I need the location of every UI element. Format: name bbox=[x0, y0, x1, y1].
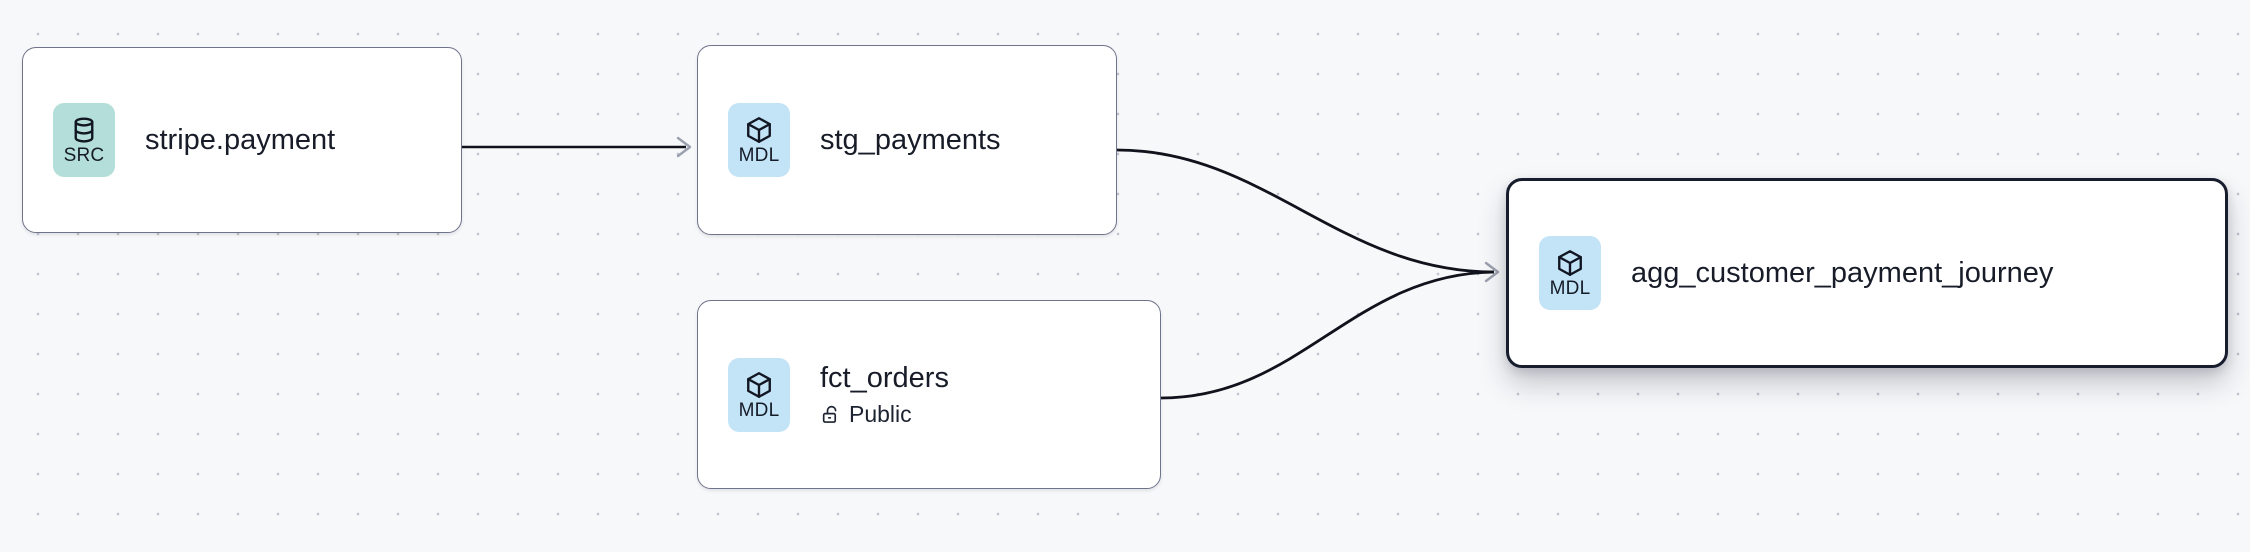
badge-label: SRC bbox=[63, 145, 105, 166]
node-badge-mdl: MDL bbox=[1539, 236, 1601, 310]
node-text-block: stripe.payment bbox=[145, 124, 335, 157]
node-badge-src: SRC bbox=[53, 103, 115, 177]
unlock-icon bbox=[820, 404, 841, 425]
edge-arrowhead-stg-payments bbox=[676, 136, 692, 158]
node-title: agg_customer_payment_journey bbox=[1631, 256, 2054, 289]
cube-icon bbox=[1555, 248, 1585, 278]
node-badge-mdl: MDL bbox=[728, 357, 790, 432]
database-icon bbox=[69, 115, 99, 145]
node-text-block: fct_orders Public bbox=[820, 362, 949, 427]
node-text-block: agg_customer_payment_journey bbox=[1631, 257, 2053, 290]
node-visibility-label: Public bbox=[849, 401, 912, 427]
cube-icon bbox=[744, 115, 774, 145]
edge-stg-payments-to-agg-customer bbox=[1116, 148, 1495, 274]
node-title: stripe.payment bbox=[145, 123, 336, 156]
edge-arrowhead-agg-customer bbox=[1484, 261, 1500, 283]
node-stripe-payment[interactable]: SRC stripe.payment bbox=[22, 47, 462, 233]
node-badge-mdl: MDL bbox=[728, 103, 790, 177]
edge-fct-orders-to-agg-customer bbox=[1160, 270, 1495, 400]
node-agg-customer-payment-journey[interactable]: MDL agg_customer_payment_journey bbox=[1506, 178, 2228, 368]
badge-label: MDL bbox=[738, 145, 780, 166]
badge-label: MDL bbox=[1549, 278, 1591, 299]
node-text-block: stg_payments bbox=[820, 124, 1001, 157]
badge-label: MDL bbox=[738, 399, 780, 421]
node-stg-payments[interactable]: MDL stg_payments bbox=[697, 45, 1117, 235]
cube-icon bbox=[744, 370, 774, 400]
node-fct-orders[interactable]: MDL fct_orders Public bbox=[697, 300, 1161, 489]
node-title: fct_orders bbox=[820, 362, 949, 394]
node-title: stg_payments bbox=[820, 123, 1001, 156]
node-visibility: Public bbox=[820, 401, 949, 427]
